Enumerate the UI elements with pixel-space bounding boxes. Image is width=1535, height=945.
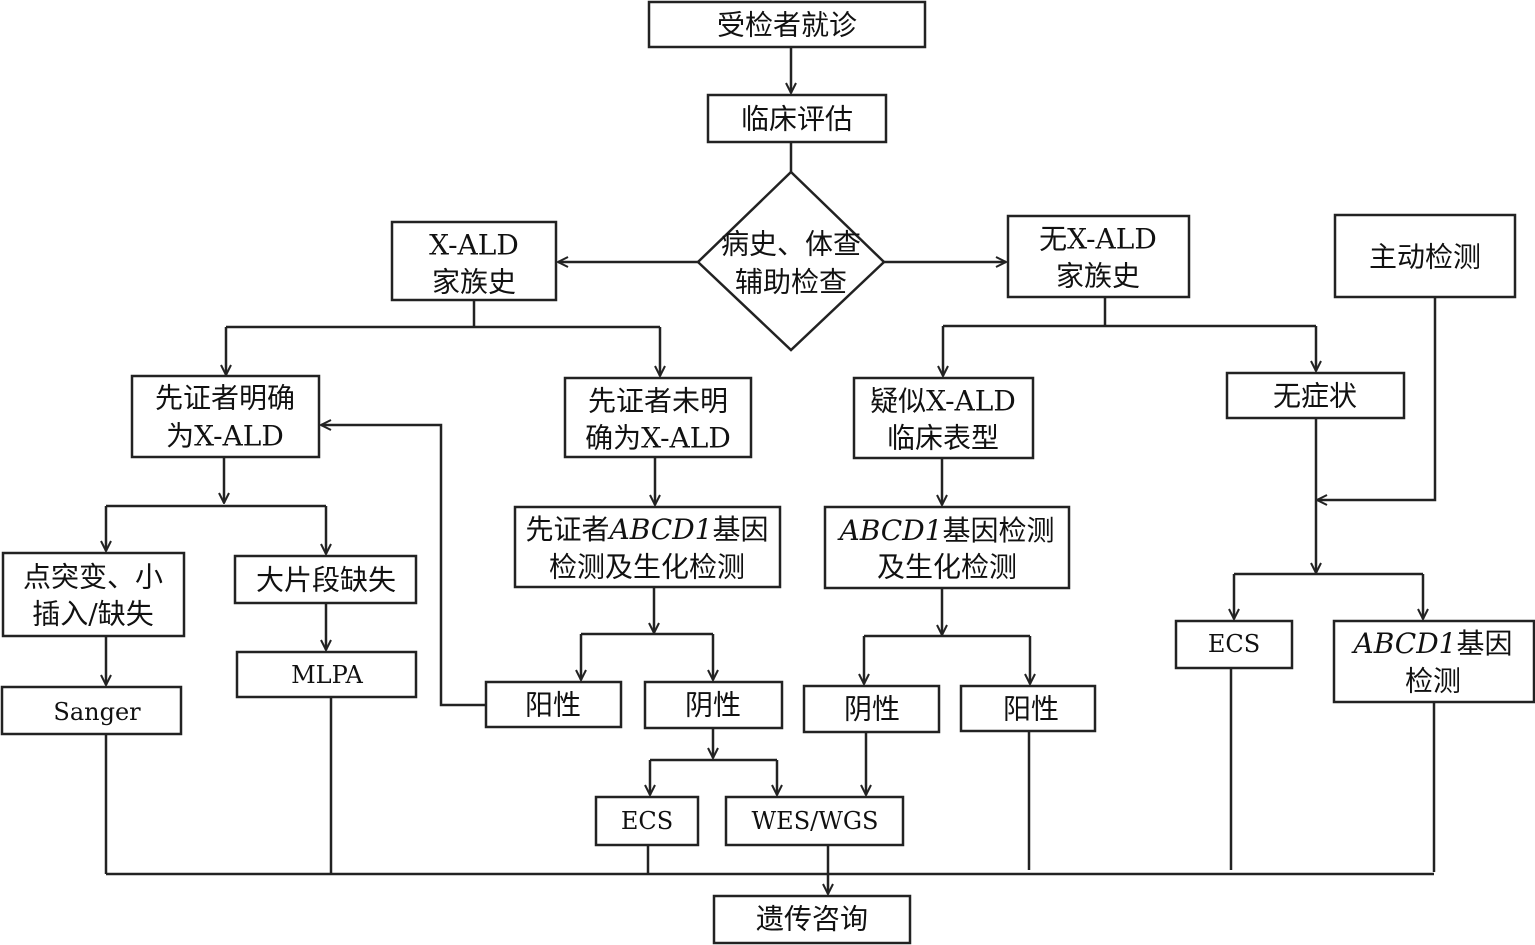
node-active-testing-label: 主动检测 [1369,241,1481,274]
node-abcd1-biochem: ABCD1基因检测 及生化检测 [823,505,1071,590]
node-ecs-right-label: ECS [1208,630,1260,658]
node-proband-unconfirmed-line2: 确为X-ALD [585,422,731,455]
node-proband-unconfirmed: 先证者未明 确为X-ALD [563,376,753,459]
svg-text:ABCD1基因检测: ABCD1基因检测 [836,514,1054,547]
node-active-testing: 主动检测 [1333,213,1517,299]
node-large-deletion-label: 大片段缺失 [256,564,396,597]
decision-history-exam-line2: 辅助检查 [735,266,847,299]
node-negative-left-label: 阴性 [685,689,741,722]
node-abcd1-test-suffix: 基因 [1457,627,1513,660]
node-wes-wgs-label: WES/WGS [752,807,879,835]
node-wes-wgs: WES/WGS [724,795,905,847]
node-sanger: Sanger [0,685,183,736]
node-abcd1-biochem-line2: 及生化检测 [877,551,1017,584]
node-no-family-history-line2: 家族史 [1056,260,1140,293]
node-visit-label: 受检者就诊 [717,9,857,42]
node-suspected-phenotype-line2: 临床表型 [887,422,999,455]
node-suspected-phenotype-line1: 疑似X-ALD [870,385,1016,418]
node-large-deletion: 大片段缺失 [233,554,418,605]
node-negative-right-label: 阴性 [844,693,900,726]
node-positive-left-label: 阳性 [525,689,581,722]
node-negative-right: 阴性 [802,684,941,734]
connectors [106,47,1437,894]
node-sanger-label: Sanger [53,698,141,726]
node-abcd1-biochem-gene: ABCD1 [836,514,942,547]
node-proband-confirmed: 先证者明确 为X-ALD [130,374,321,459]
node-clinical-eval: 临床评估 [706,93,888,144]
node-positive-right: 阳性 [959,684,1097,733]
node-no-family-history-line1: 无X-ALD [1039,223,1157,256]
node-abcd1-biochem-suffix: 基因检测 [943,514,1055,547]
node-proband-test-prefix: 先证者 [525,513,609,546]
svg-text:ABCD1基因: ABCD1基因 [1350,627,1512,660]
node-suspected-phenotype: 疑似X-ALD 临床表型 [852,376,1035,460]
node-genetic-counseling: 遗传咨询 [712,894,912,945]
node-proband-test-gene: ABCD1 [606,513,712,546]
node-mlpa-label: MLPA [291,661,363,689]
node-mlpa: MLPA [235,650,418,699]
node-proband-unconfirmed-line1: 先证者未明 [588,385,728,418]
node-positive-left: 阳性 [484,680,623,729]
decision-history-exam-line1: 病史、体查 [721,228,861,261]
node-family-history-line1: X-ALD [429,229,519,262]
svg-text:先证者ABCD1基因: 先证者ABCD1基因 [525,513,768,546]
decision-history-exam: 病史、体查 辅助检查 [696,170,886,352]
node-abcd1-test-gene: ABCD1 [1350,627,1456,660]
node-asymptomatic: 无症状 [1225,371,1406,420]
node-no-family-history: 无X-ALD 家族史 [1006,214,1191,299]
node-abcd1-test-line2: 检测 [1405,665,1461,698]
node-negative-left: 阴性 [643,680,784,730]
node-point-mutation-line2: 插入/缺失 [32,598,153,631]
node-proband-confirmed-line2: 为X-ALD [166,420,284,453]
node-point-mutation-line1: 点突变、小 [23,561,163,594]
node-ecs-left: ECS [594,795,700,847]
node-proband-confirmed-line1: 先证者明确 [155,382,295,415]
node-ecs-left-label: ECS [621,807,673,835]
node-point-mutation: 点突变、小 插入/缺失 [1,551,186,638]
node-visit: 受检者就诊 [647,0,927,49]
node-family-history: X-ALD 家族史 [390,220,558,302]
node-proband-test: 先证者ABCD1基因 检测及生化检测 [513,505,782,589]
node-clinical-eval-label: 临床评估 [741,103,853,136]
node-abcd1-test: ABCD1基因 检测 [1332,619,1535,704]
node-family-history-line2: 家族史 [432,266,516,299]
node-asymptomatic-label: 无症状 [1273,380,1357,413]
node-genetic-counseling-label: 遗传咨询 [756,903,868,936]
node-proband-test-line2: 检测及生化检测 [549,551,745,584]
node-proband-test-suffix: 基因 [713,513,769,546]
node-positive-right-label: 阳性 [1003,693,1059,726]
node-ecs-right: ECS [1174,619,1294,670]
